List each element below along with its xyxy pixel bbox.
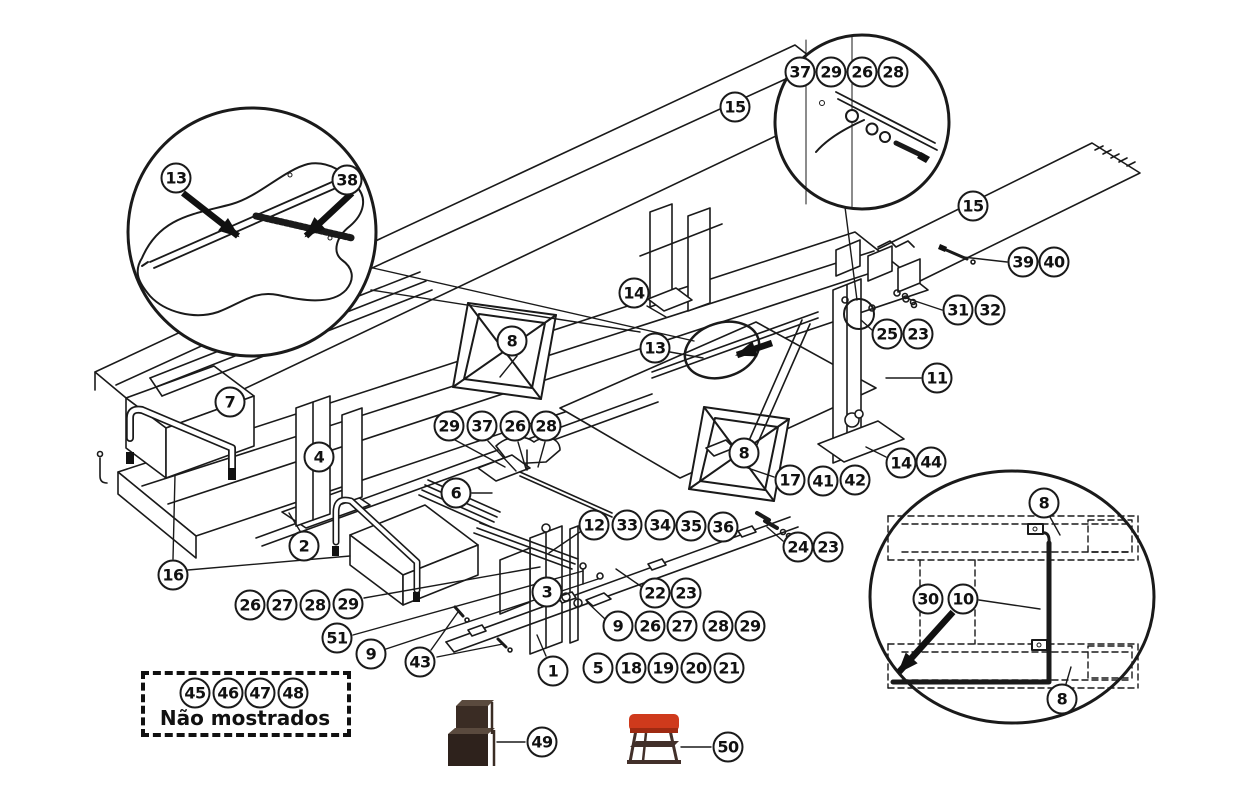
balloon-42: 42 <box>839 464 871 496</box>
balloon-26: 26 <box>846 56 878 88</box>
balloon-8: 8 <box>1028 487 1060 519</box>
balloon-8: 8 <box>1046 683 1078 715</box>
balloon-15: 15 <box>957 190 989 222</box>
balloon-23: 23 <box>670 577 702 609</box>
step-stool-50 <box>627 714 681 764</box>
balloon-17: 17 <box>774 464 806 496</box>
balloon-28: 28 <box>877 56 909 88</box>
detail-circle-wheelstop <box>868 469 1156 725</box>
not-shown-caption: Não mostrados <box>159 706 331 730</box>
balloon-38: 38 <box>331 164 363 196</box>
balloon-40: 40 <box>1038 246 1070 278</box>
balloon-6: 6 <box>440 477 472 509</box>
balloon-28: 28 <box>299 589 331 621</box>
centre-plate <box>559 321 877 479</box>
balloon-11: 11 <box>921 362 953 394</box>
balloon-16: 16 <box>157 559 189 591</box>
balloon-39: 39 <box>1007 246 1039 278</box>
balloon-21: 21 <box>713 652 745 684</box>
balloon-18: 18 <box>615 652 647 684</box>
balloon-36: 36 <box>707 511 739 543</box>
balloon-20: 20 <box>680 652 712 684</box>
balloon-37: 37 <box>466 410 498 442</box>
balloon-26: 26 <box>234 589 266 621</box>
balloon-49: 49 <box>526 726 558 758</box>
balloon-51: 51 <box>321 622 353 654</box>
balloon-23: 23 <box>812 531 844 563</box>
detail-circle-cable <box>126 106 378 358</box>
pointer-arrows <box>180 190 956 675</box>
balloon-3: 3 <box>531 576 563 608</box>
small-fasteners <box>453 244 976 653</box>
balloon-15: 15 <box>719 91 751 123</box>
balloon-50: 50 <box>712 731 744 763</box>
balloon-9: 9 <box>602 610 634 642</box>
balloon-29: 29 <box>433 410 465 442</box>
balloon-28: 28 <box>702 610 734 642</box>
balloon-45: 45 <box>179 677 211 709</box>
balloon-33: 33 <box>611 509 643 541</box>
balloon-27: 27 <box>666 610 698 642</box>
tool-tray <box>332 496 479 606</box>
right-post <box>817 239 921 464</box>
balloon-44: 44 <box>915 446 947 478</box>
balloon-29: 29 <box>815 56 847 88</box>
balloon-46: 46 <box>212 677 244 709</box>
balloon-10: 10 <box>947 583 979 615</box>
balloon-30: 30 <box>912 583 944 615</box>
balloon-31: 31 <box>942 294 974 326</box>
balloon-8: 8 <box>728 437 760 469</box>
balloon-7: 7 <box>214 386 246 418</box>
balloon-4: 4 <box>303 441 335 473</box>
balloon-48: 48 <box>277 677 309 709</box>
lock-cable <box>651 311 819 379</box>
not-shown-box <box>141 671 351 737</box>
balloon-2: 2 <box>288 530 320 562</box>
balloon-43: 43 <box>404 646 436 678</box>
balloon-29: 29 <box>734 610 766 642</box>
cable-highlight-ellipse <box>683 320 761 380</box>
balloon-8: 8 <box>496 325 528 357</box>
balloon-14: 14 <box>618 277 650 309</box>
balloon-41: 41 <box>807 465 839 497</box>
balloon-14: 14 <box>885 447 917 479</box>
balloon-13: 13 <box>639 332 671 364</box>
balloon-13: 13 <box>160 162 192 194</box>
lift-arm <box>743 319 811 457</box>
balloon-28: 28 <box>530 410 562 442</box>
balloon-23: 23 <box>902 318 934 350</box>
balloon-37: 37 <box>784 56 816 88</box>
balloon-32: 32 <box>974 294 1006 326</box>
balloon-26: 26 <box>499 410 531 442</box>
balloon-1: 1 <box>537 655 569 687</box>
balloon-19: 19 <box>647 652 679 684</box>
balloon-27: 27 <box>266 589 298 621</box>
balloon-25: 25 <box>871 318 903 350</box>
middle-posts <box>639 203 723 312</box>
wheel-stop-bar <box>890 540 1052 685</box>
balloon-29: 29 <box>332 588 364 620</box>
balloon-35: 35 <box>675 510 707 542</box>
step-stool-49 <box>448 700 496 766</box>
balloon-5: 5 <box>582 652 614 684</box>
balloon-34: 34 <box>644 509 676 541</box>
latch-hardware <box>418 436 613 570</box>
balloon-26: 26 <box>634 610 666 642</box>
balloon-47: 47 <box>244 677 276 709</box>
balloon-24: 24 <box>782 531 814 563</box>
balloon-22: 22 <box>639 577 671 609</box>
balloon-9: 9 <box>355 638 387 670</box>
balloon-12: 12 <box>578 509 610 541</box>
